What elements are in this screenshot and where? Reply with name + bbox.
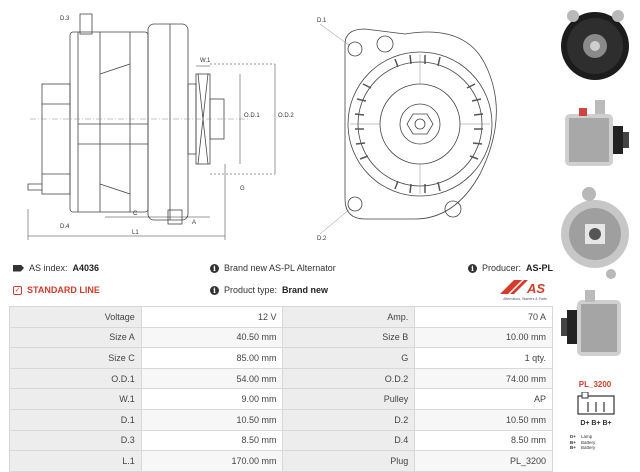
tag-icon [13,264,24,272]
label-d1: D.1 [317,18,327,24]
info-icon: i [210,285,219,295]
spec-label: Amp. [282,306,416,328]
legend-row: B+Battery [570,439,596,445]
spec-value: AP [414,388,553,410]
spec-value: 74.00 mm [414,367,553,390]
spec-value: 70 A [414,306,553,328]
front-view-drawing: D.1 D.2 [317,18,497,242]
spec-label: Plug [282,450,416,472]
spec-value: 9.00 mm [140,388,284,410]
standard-line-badge: ✓ STANDARD LINE [13,285,100,295]
spec-value: PL_3200 [414,450,553,472]
plug-terminals: D+ B+ B+ [580,420,611,427]
spec-label: Voltage [9,306,142,328]
as-index: AS index: A4036 [13,263,99,273]
label-d4: D.4 [60,224,70,230]
spec-label: O.D.1 [9,367,142,390]
alternator-rear-photo [561,187,629,279]
spec-value: 10.50 mm [414,408,553,431]
legend-row: B+Battery [570,445,596,450]
label-d3: D.3 [60,16,70,22]
spec-value: 1 qty. [414,347,553,369]
plug-name: PL_3200 [578,380,612,389]
spec-value: 10.50 mm [140,408,284,431]
label-l1: L1 [132,230,139,236]
product-type-value: Brand new [282,285,329,295]
label-g: G [240,186,245,192]
alternator-side-photo-2 [561,290,621,356]
spec-value: 10.00 mm [414,326,553,349]
plug-diagram: D+ B+ B+ [577,392,615,427]
spec-value: 170.00 mm [140,450,284,472]
spec-label: O.D.2 [282,367,416,390]
as-pl-logo: AS [500,280,545,296]
alternator-side-photo [565,100,629,166]
plug-legend: D+Lamp B+Battery B+Battery [570,434,630,451]
producer: i Producer: AS-PL [468,263,553,273]
spec-label: Size B [282,326,416,349]
spec-label: Size A [9,326,142,349]
label-d2: D.2 [317,236,327,242]
logo-tagline: Alternators, Starters & Parts [503,297,547,301]
alternator-front-photo [561,10,629,80]
spec-label: G [282,347,416,369]
label-od2: O.D.2 [278,113,294,119]
legend-row: D+Lamp [570,434,593,439]
spec-value: 8.50 mm [140,429,284,452]
info-icon: i [468,263,477,273]
spec-value: 40.50 mm [140,326,284,349]
spec-label: Pulley [282,388,416,410]
spec-label: Size C [9,347,142,369]
label-od1: O.D.1 [244,113,260,119]
spec-value: 12 V [140,306,284,328]
spec-value: 54.00 mm [140,367,284,390]
spec-value: 85.00 mm [140,347,284,369]
spec-value: 8.50 mm [414,429,553,452]
spec-label: D.1 [9,408,142,431]
label-a: A [192,220,196,226]
product-type: i Product type: Brand new [210,285,328,295]
logo-text: AS [526,281,545,296]
checkbox-icon: ✓ [13,285,22,295]
label-c: C [133,211,138,217]
spec-label: W.1 [9,388,142,410]
product-description: i Brand new AS-PL Alternator [210,263,336,273]
spec-label: D.3 [9,429,142,452]
producer-value: AS-PL [526,263,554,273]
label-w1: W.1 [200,58,211,64]
spec-label: D.4 [282,429,416,452]
side-view-drawing: D.3 D.4 W.1 O.D.1 O.D.2 G C A L1 [27,13,294,240]
spec-label: D.2 [282,408,416,431]
as-index-value: A4036 [72,263,100,273]
spec-label: L.1 [9,450,142,472]
info-icon: i [210,263,219,273]
